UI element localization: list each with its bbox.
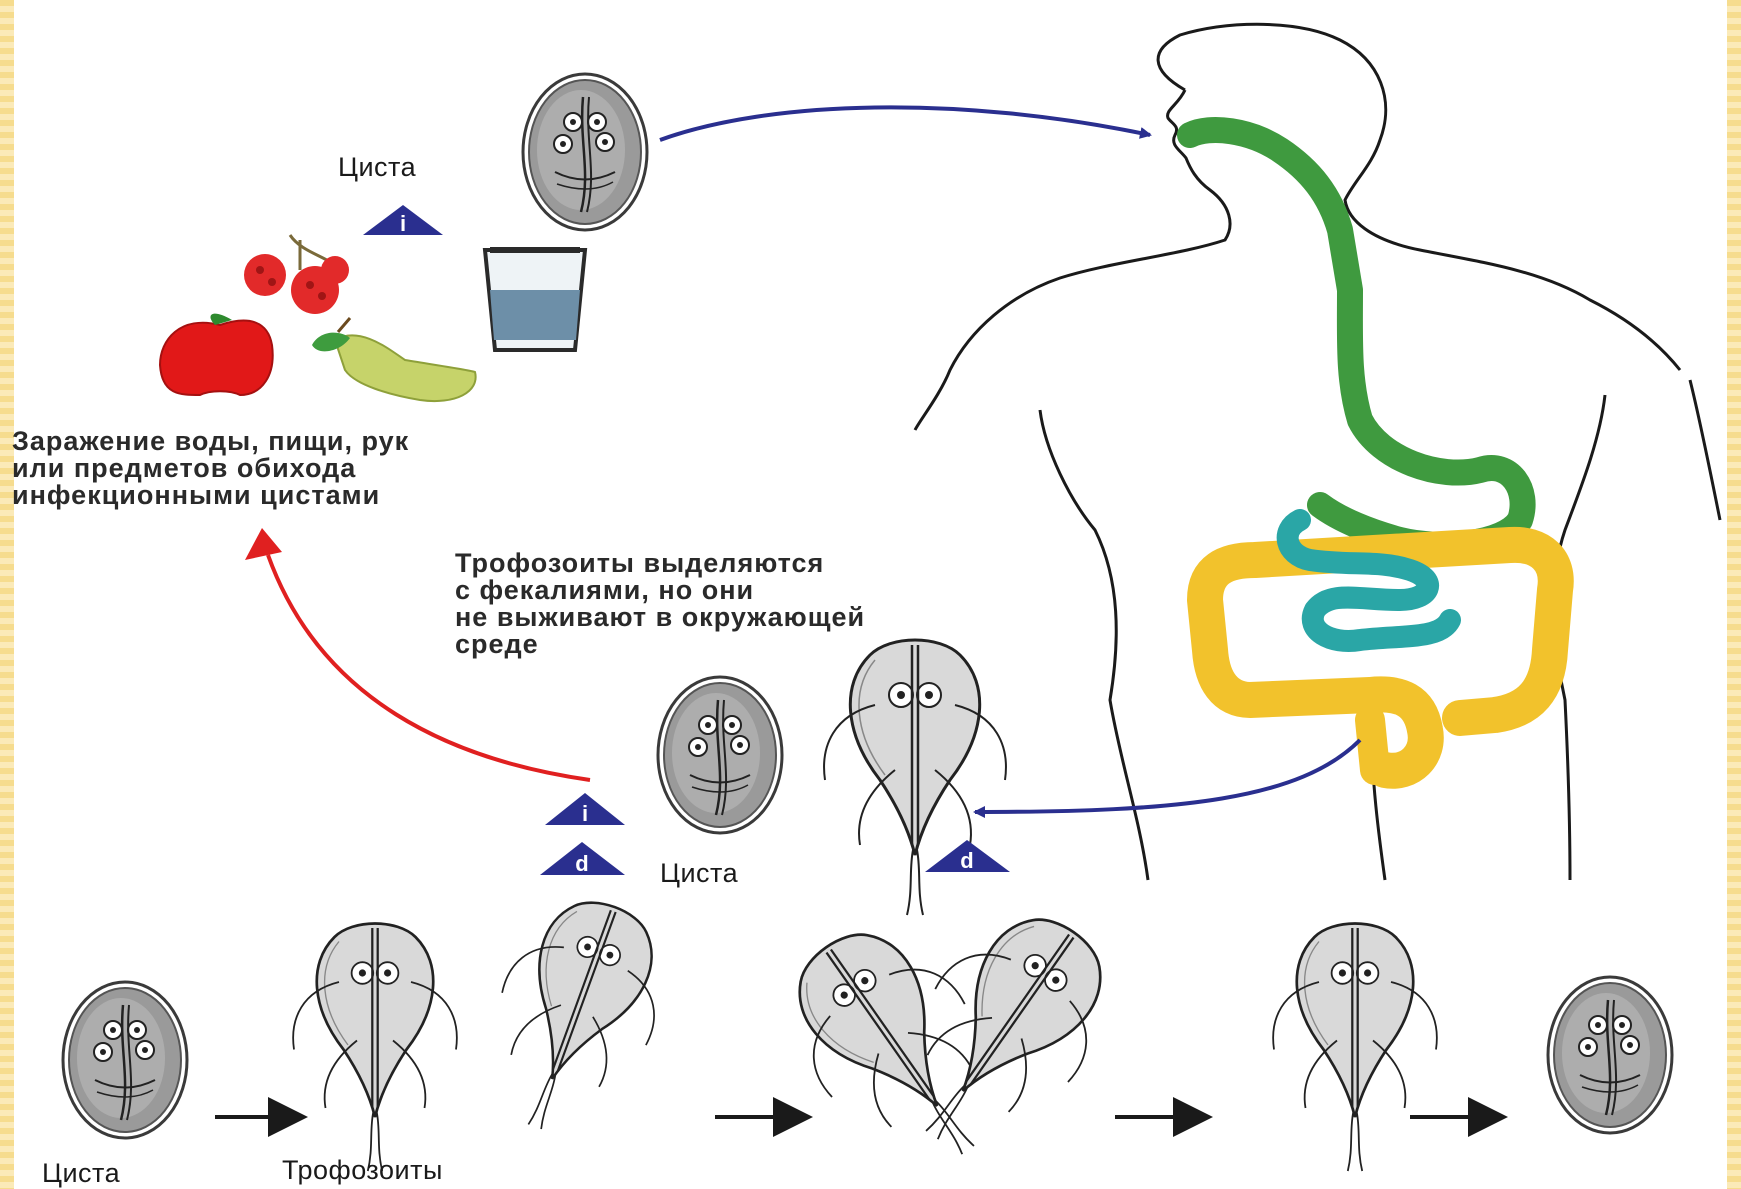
cyst-icon	[63, 982, 187, 1138]
diagnostic-stage-badge: d	[925, 840, 1010, 873]
cyst-label: Циста	[42, 1158, 120, 1189]
caption-line: не выживают в окружающей	[455, 604, 865, 631]
human-body-icon	[915, 24, 1720, 880]
caption-line: с фекалиями, но они	[455, 577, 865, 604]
caption-line: или предметов обихода	[12, 455, 409, 482]
contamination-caption: Заражение воды, пищи, рук или предметов …	[12, 428, 409, 509]
cyst-label: Циста	[338, 152, 416, 183]
trophozoite-icon	[293, 924, 457, 1172]
cyst-label: Циста	[660, 858, 738, 889]
svg-text:d: d	[575, 851, 588, 876]
trophozoite-icon	[1273, 924, 1437, 1172]
excretion-arrow	[975, 740, 1360, 812]
trophozoite-icon	[824, 640, 1006, 915]
digestive-tract	[1190, 130, 1556, 771]
cyst-icon	[658, 677, 782, 833]
excretion-caption: Трофозоиты выделяются с фекалиями, но он…	[455, 550, 865, 658]
trophozoite-icon	[462, 881, 687, 1154]
caption-line: Заражение воды, пищи, рук	[12, 428, 409, 455]
svg-text:i: i	[400, 211, 406, 236]
apple-icon	[160, 314, 273, 395]
svg-text:d: d	[960, 848, 973, 873]
infective-stage-badge: i	[363, 205, 443, 236]
pear-icon	[312, 318, 476, 401]
water-glass-icon	[485, 250, 585, 350]
infective-stage-badge: i	[545, 793, 625, 826]
caption-line: среде	[455, 631, 865, 658]
caption-line: Трофозоиты выделяются	[455, 550, 865, 577]
svg-text:i: i	[582, 801, 588, 826]
cyst-icon	[1548, 977, 1672, 1133]
raspberry-icon	[244, 235, 349, 314]
trophozoites-label: Трофозоиты	[282, 1155, 443, 1186]
diagnostic-stage-badge: d	[540, 842, 625, 876]
ingestion-arrow	[660, 107, 1150, 140]
cyst-icon	[523, 74, 647, 230]
caption-line: инфекционными цистами	[12, 482, 409, 509]
